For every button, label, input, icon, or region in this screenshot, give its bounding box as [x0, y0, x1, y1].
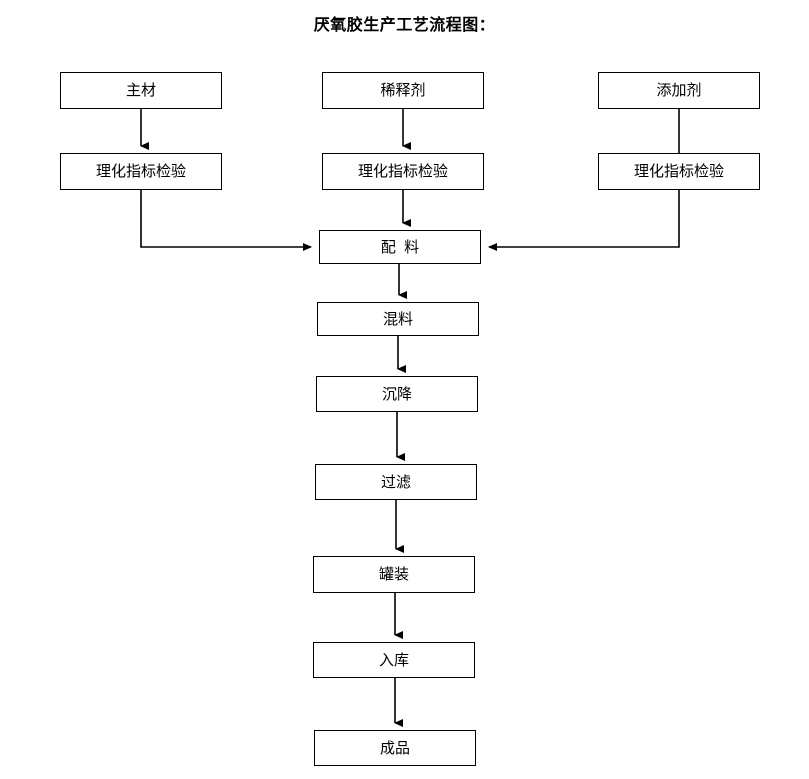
node-label: 主材: [125, 82, 156, 99]
node-finished-product[interactable]: 成品: [314, 730, 476, 766]
node-label: 添加剂: [656, 82, 702, 99]
node-additive[interactable]: 添加剂: [598, 72, 760, 109]
node-canning[interactable]: 罐装: [313, 556, 475, 593]
edge-left-inspection-to-batching: [140, 190, 312, 251]
node-settling[interactable]: 沉降: [316, 376, 478, 412]
node-label: 理化指标检验: [95, 163, 186, 180]
page-title: 厌氧胶生产工艺流程图：: [313, 17, 496, 34]
node-label: 沉降: [381, 385, 412, 403]
node-warehousing[interactable]: 入库: [313, 642, 475, 678]
node-label: 入库: [378, 651, 409, 669]
node-additive-inspection[interactable]: 理化指标检验: [598, 153, 760, 190]
node-label: 稀释剂: [380, 82, 426, 99]
node-diluent[interactable]: 稀释剂: [322, 72, 484, 109]
node-diluent-inspection[interactable]: 理化指标检验: [322, 153, 484, 190]
node-label: 理化指标检验: [633, 163, 724, 180]
node-mixing[interactable]: 混料: [317, 302, 479, 336]
node-filtering[interactable]: 过滤: [315, 464, 477, 500]
edge-right-inspection-to-batching: [488, 190, 680, 251]
node-batching[interactable]: 配 料: [319, 230, 481, 264]
node-main-material-inspection[interactable]: 理化指标检验: [60, 153, 222, 190]
node-label: 罐装: [378, 566, 409, 583]
node-main-material[interactable]: 主材: [60, 72, 222, 109]
node-label: 混料: [382, 310, 413, 328]
node-label: 成品: [379, 739, 410, 757]
node-label: 配 料: [380, 238, 420, 256]
node-label: 过滤: [380, 473, 411, 491]
node-label: 理化指标检验: [357, 163, 448, 180]
